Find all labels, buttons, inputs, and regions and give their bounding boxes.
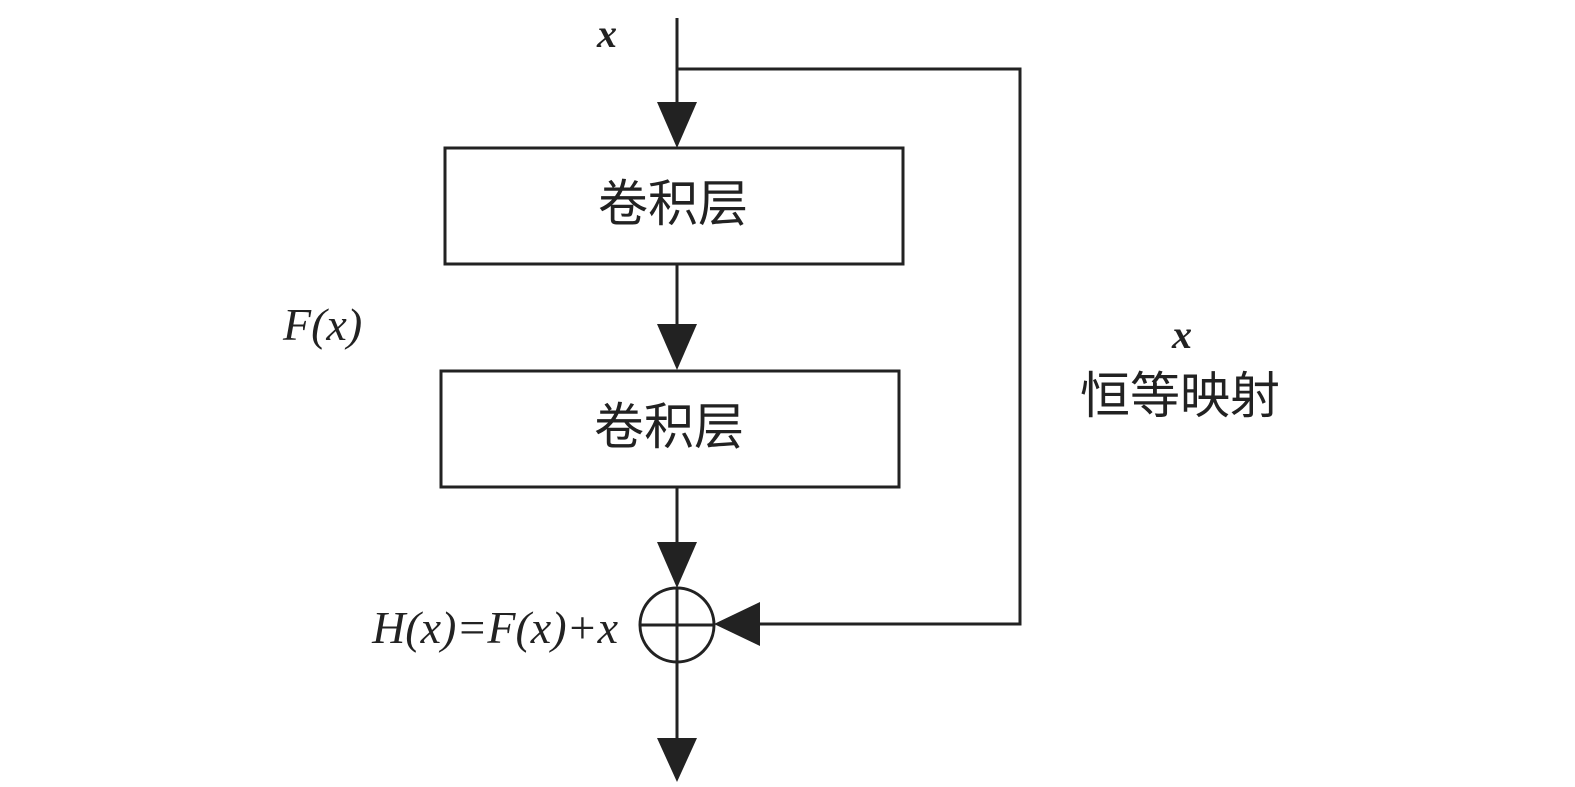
skip-connection-wire <box>677 67 1022 626</box>
output-equation: H(x)=F(x)+x <box>371 602 619 653</box>
conv-layer-label-1: 卷积层 <box>598 175 748 233</box>
output-arrow <box>657 738 697 782</box>
conv-layer-label-2: 卷积层 <box>594 398 744 456</box>
identity-mapping-label: 恒等映射 <box>1080 367 1280 425</box>
arrow-into-block-2 <box>657 324 697 370</box>
arrow-into-block-1 <box>657 102 697 148</box>
input-label: x <box>596 11 617 56</box>
conv-layer-block-1 <box>443 146 905 266</box>
conv-layer-block-2 <box>439 369 901 489</box>
arrow-into-sum-skip <box>714 602 760 646</box>
skip-variable-label: x <box>1171 312 1192 357</box>
arrow-into-sum <box>657 542 697 588</box>
residual-function-label: F(x) <box>282 299 362 350</box>
